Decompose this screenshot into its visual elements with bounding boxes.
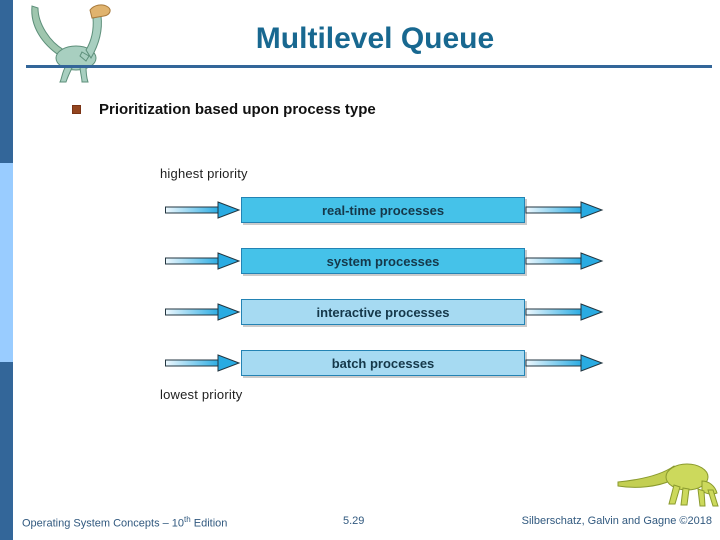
- footer-superscript: th: [184, 515, 191, 524]
- right-arrow-icon: [525, 354, 604, 372]
- title-underline: [26, 65, 712, 68]
- queue-row-system: system processes: [164, 248, 604, 274]
- highest-priority-label: highest priority: [160, 166, 248, 181]
- queue-box: real-time processes: [241, 197, 525, 223]
- right-arrow-icon: [525, 252, 604, 270]
- left-arrow-icon: [165, 354, 241, 372]
- footer-book-title-text: Operating System Concepts – 10: [22, 517, 185, 530]
- bullet-square-icon: [72, 104, 81, 114]
- slide-number: 5.29: [343, 515, 365, 527]
- bullet-text: Prioritization based upon process type: [99, 100, 376, 118]
- bullet-item: Prioritization based upon process type: [72, 100, 632, 118]
- footer-book-title: Operating System Concepts – 10th Edition: [22, 515, 227, 530]
- sidebar-segment-middle: [0, 163, 13, 362]
- left-arrow-icon: [165, 201, 241, 219]
- queue-box: interactive processes: [241, 299, 525, 325]
- page-title: Multilevel Queue: [255, 22, 495, 55]
- sidebar-segment-bottom: [0, 362, 13, 540]
- queue-row-interactive: interactive processes: [164, 299, 604, 325]
- left-arrow-icon: [165, 252, 241, 270]
- dinosaur-logo-icon: [31, 4, 111, 83]
- right-arrow-icon: [525, 201, 604, 219]
- queue-label: batch processes: [331, 355, 435, 371]
- queue-box: batch processes: [241, 350, 525, 376]
- footer-authors: Silberschatz, Galvin and Gagne ©2018: [521, 515, 712, 527]
- queue-label: real-time processes: [321, 202, 445, 218]
- lowest-priority-label: lowest priority: [160, 387, 243, 402]
- right-arrow-icon: [525, 303, 604, 321]
- queue-label: system processes: [326, 253, 440, 269]
- dinosaur-logo-icon: [617, 463, 719, 507]
- sidebar-segment-top: [0, 0, 13, 163]
- queue-row-batch: batch processes: [164, 350, 604, 376]
- queue-label: interactive processes: [316, 304, 450, 320]
- footer-edition-text: Edition: [190, 517, 228, 530]
- queue-row-realtime: real-time processes: [164, 197, 604, 223]
- left-arrow-icon: [165, 303, 241, 321]
- queue-box: system processes: [241, 248, 525, 274]
